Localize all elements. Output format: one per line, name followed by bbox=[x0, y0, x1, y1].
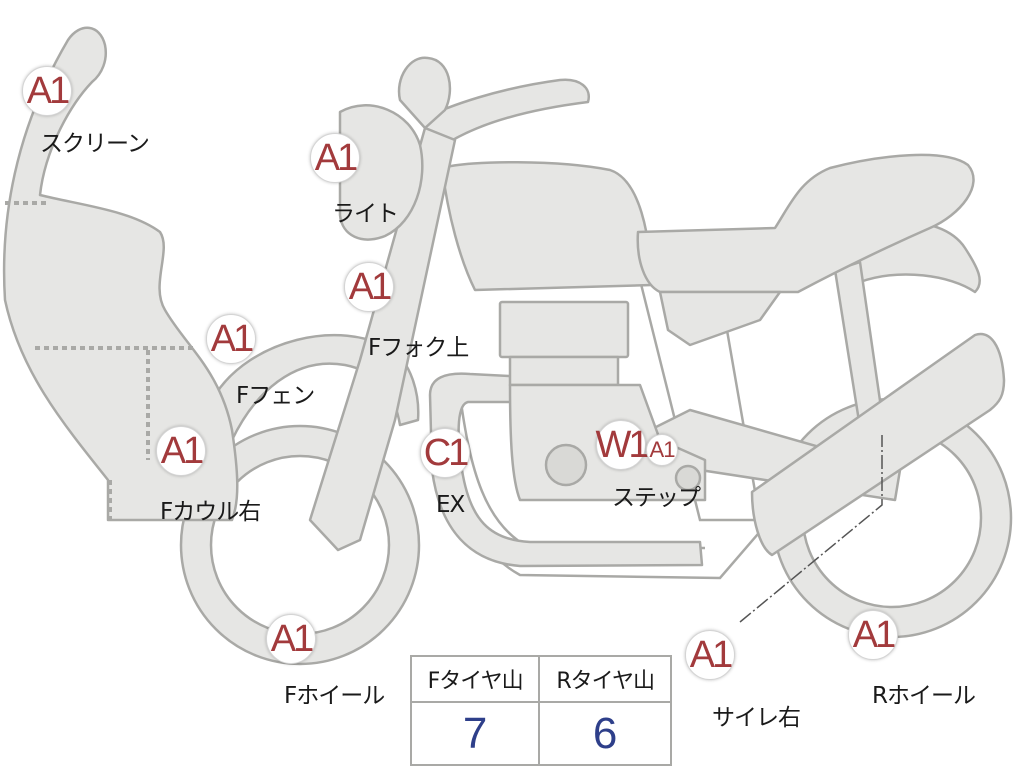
front-tread-header: Fタイヤ山 bbox=[409, 655, 541, 703]
exhaust-pipe-shape bbox=[428, 372, 704, 568]
tire-tread-table: Fタイヤ山 Rタイヤ山 7 6 bbox=[409, 655, 672, 766]
light-marker-label: ライト bbox=[332, 201, 399, 227]
step-secondary-marker-badge[interactable]: A1 bbox=[646, 434, 678, 466]
front-tread-value[interactable]: 7 bbox=[409, 701, 541, 766]
front-wheel-marker-label: Fホイール bbox=[284, 683, 385, 709]
front-wheel-marker-badge[interactable]: A1 bbox=[266, 614, 316, 664]
front-fender-marker-label: Fフェン bbox=[236, 383, 315, 409]
fork-upper-marker-label: Fフォク上 bbox=[368, 335, 469, 361]
muffler-right-marker-label: サイレ右 bbox=[712, 705, 801, 731]
muffler-shape bbox=[750, 332, 1006, 557]
fork-upper-marker-badge[interactable]: A1 bbox=[344, 262, 394, 312]
exhaust-marker-label: EX bbox=[436, 492, 465, 518]
rear-wheel-marker-label: Rホイール bbox=[872, 683, 976, 709]
front-fender-marker-badge[interactable]: A1 bbox=[206, 314, 256, 364]
tire-tread-header-row: Fタイヤ山 Rタイヤ山 bbox=[409, 655, 672, 703]
step-marker-label: ステップ bbox=[612, 485, 701, 511]
step-marker-badge[interactable]: W1 bbox=[596, 420, 650, 470]
rear-tread-value[interactable]: 6 bbox=[538, 701, 672, 766]
muffler-leader-line bbox=[739, 435, 883, 623]
rear-wheel-marker-badge[interactable]: A1 bbox=[848, 610, 898, 660]
light-marker-badge[interactable]: A1 bbox=[310, 133, 360, 183]
cowl-shape bbox=[2, 26, 239, 522]
rear-tread-header: Rタイヤ山 bbox=[538, 655, 672, 703]
fuel-tank-shape bbox=[440, 161, 654, 292]
front-cowl-right-marker-label: Fカウル右 bbox=[160, 499, 261, 525]
front-fork-shape bbox=[308, 126, 457, 552]
tire-tread-value-row: 7 6 bbox=[409, 701, 672, 766]
screen-marker-label: スクリーン bbox=[40, 131, 150, 157]
exhaust-marker-badge[interactable]: C1 bbox=[420, 428, 470, 478]
screen-marker-badge[interactable]: A1 bbox=[22, 66, 72, 116]
muffler-right-marker-badge[interactable]: A1 bbox=[685, 630, 735, 680]
handlebar-shape bbox=[418, 78, 591, 150]
headlight-shape bbox=[338, 104, 424, 241]
front-cowl-right-marker-badge[interactable]: A1 bbox=[156, 426, 206, 476]
